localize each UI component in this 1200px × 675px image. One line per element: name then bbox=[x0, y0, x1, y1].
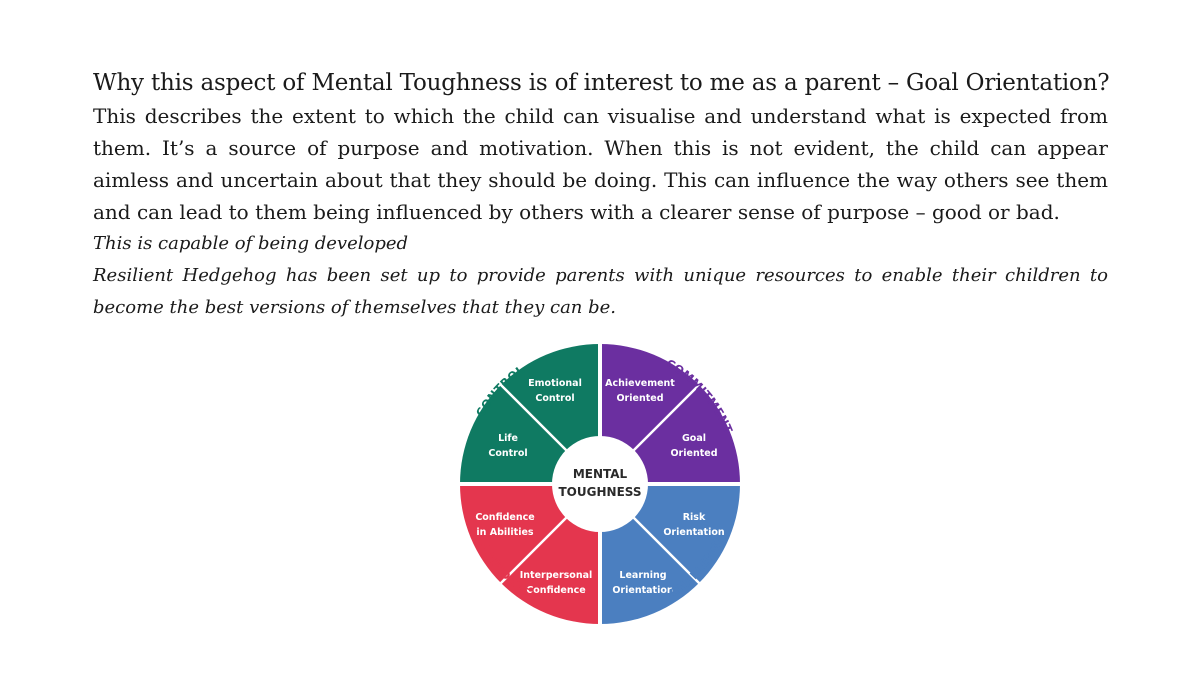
segment-label: in Abilities bbox=[476, 527, 533, 538]
segment-label: Orientation bbox=[612, 585, 673, 596]
italic-paragraph: Resilient Hedgehog has been set up to pr… bbox=[93, 265, 1108, 318]
segment-label: Learning bbox=[619, 570, 666, 581]
segment-label: Emotional bbox=[528, 378, 582, 389]
segment-label: Control bbox=[488, 448, 527, 459]
italic-note: This is capable of being developed bbox=[93, 233, 409, 254]
mental-toughness-wheel: MENTAL TOUGHNESS Emotional Control Life … bbox=[450, 334, 750, 634]
center-label-line2: TOUGHNESS bbox=[558, 485, 641, 499]
segment-label: Control bbox=[535, 393, 574, 404]
center-circle bbox=[552, 436, 648, 532]
heading: Why this aspect of Mental Toughness is o… bbox=[93, 70, 1110, 96]
wheel-svg: MENTAL TOUGHNESS Emotional Control Life … bbox=[458, 342, 742, 626]
center-label-line1: MENTAL bbox=[573, 467, 628, 481]
body-paragraph: This describes the extent to which the c… bbox=[93, 104, 1108, 224]
segment-label: Oriented bbox=[616, 393, 663, 404]
document-text: Why this aspect of Mental Toughness is o… bbox=[93, 66, 1110, 324]
segment-label: Oriented bbox=[670, 448, 717, 459]
segment-label: Confidence bbox=[526, 585, 585, 596]
segment-label: Orientation bbox=[663, 527, 724, 538]
segment-label: Achievement bbox=[605, 378, 675, 389]
segment-label: Interpersonal bbox=[520, 570, 593, 581]
segment-label: Confidence bbox=[475, 512, 534, 523]
segment-label: Life bbox=[498, 433, 518, 444]
segment-label: Risk bbox=[683, 512, 706, 523]
segment-label: Goal bbox=[682, 433, 706, 444]
